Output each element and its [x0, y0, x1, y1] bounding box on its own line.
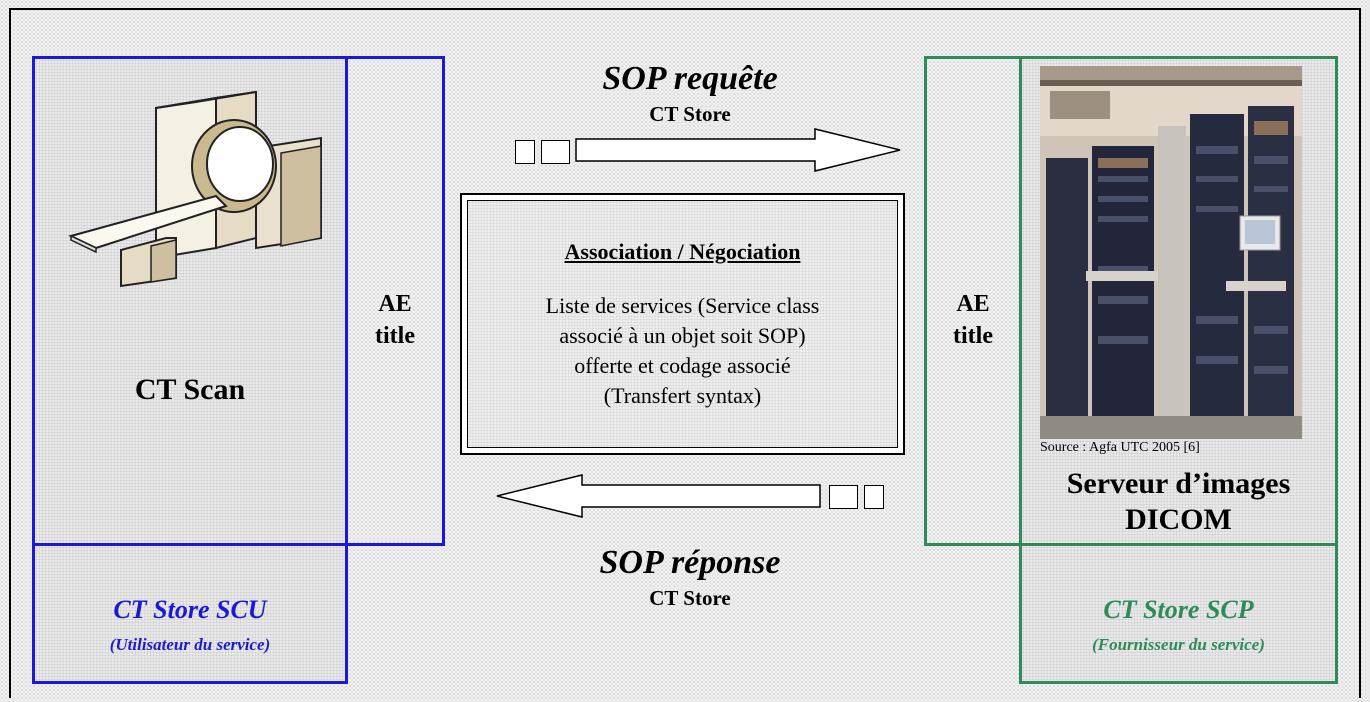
- scu-role-box: [32, 543, 348, 684]
- scu-role-subtitle: (Utilisateur du service): [109, 635, 271, 654]
- scp-ae-title: AE title: [927, 280, 1019, 360]
- association-line-2: associé à un objet soit SOP): [559, 323, 806, 348]
- response-arrow: [496, 474, 821, 518]
- scp-role: CT Store SCP (Fournisseur du service): [1022, 580, 1335, 670]
- request-subtitle: CT Store: [649, 101, 731, 126]
- association-content: Association / Négociation Liste de servi…: [466, 205, 899, 445]
- association-line-4: (Transfert syntax): [603, 383, 762, 408]
- association-box: [460, 193, 905, 455]
- request-packet-2: [541, 140, 570, 164]
- scp-ae-line2: title: [953, 323, 993, 349]
- response-title: SOP réponse: [599, 543, 781, 581]
- association-line-3: offerte et codage associé: [574, 353, 791, 378]
- association-title: Association / Négociation: [564, 239, 801, 264]
- scu-ae-title: AE title: [348, 280, 442, 360]
- scu-role-title: CT Store SCU: [113, 595, 267, 624]
- association-inner: [467, 200, 898, 448]
- request-label: SOP requête CT Store: [520, 48, 860, 138]
- scp-role-title: CT Store SCP: [1103, 595, 1254, 624]
- scp-device-label: Serveur d’images DICOM: [1022, 462, 1335, 542]
- scu-ae-line2: title: [375, 323, 415, 349]
- diagram-frame: [9, 8, 1361, 698]
- association-line-1: Liste de services (Service class: [545, 293, 820, 318]
- scu-ae-divider: [345, 56, 348, 546]
- response-label: SOP réponse CT Store: [520, 532, 860, 622]
- scp-role-box: [1019, 543, 1338, 684]
- scp-role-subtitle: (Fournisseur du service): [1092, 635, 1265, 654]
- scu-device-label: CT Scan: [134, 373, 246, 406]
- server-room-photo: [1040, 66, 1302, 439]
- response-packet-2: [864, 485, 884, 509]
- request-packet-1: [515, 140, 535, 164]
- ct-scanner-icon: [68, 90, 322, 288]
- scp-ae-line1: AE: [956, 291, 990, 317]
- scu-role: CT Store SCU (Utilisateur du service): [35, 580, 345, 670]
- request-arrow: [575, 128, 901, 172]
- scu-ae-line1: AE: [378, 291, 412, 317]
- response-subtitle: CT Store: [649, 585, 731, 610]
- scp-device-line1: Serveur d’images: [1066, 467, 1291, 500]
- scp-device-line2: DICOM: [1125, 503, 1232, 536]
- response-packet-1: [829, 485, 858, 509]
- scp-ae-divider: [1019, 56, 1022, 546]
- request-title: SOP requête: [602, 59, 778, 97]
- association-body: Liste de services (Service class associé…: [546, 291, 820, 411]
- photo-source: Source : Agfa UTC 2005 [6]: [1040, 440, 1200, 455]
